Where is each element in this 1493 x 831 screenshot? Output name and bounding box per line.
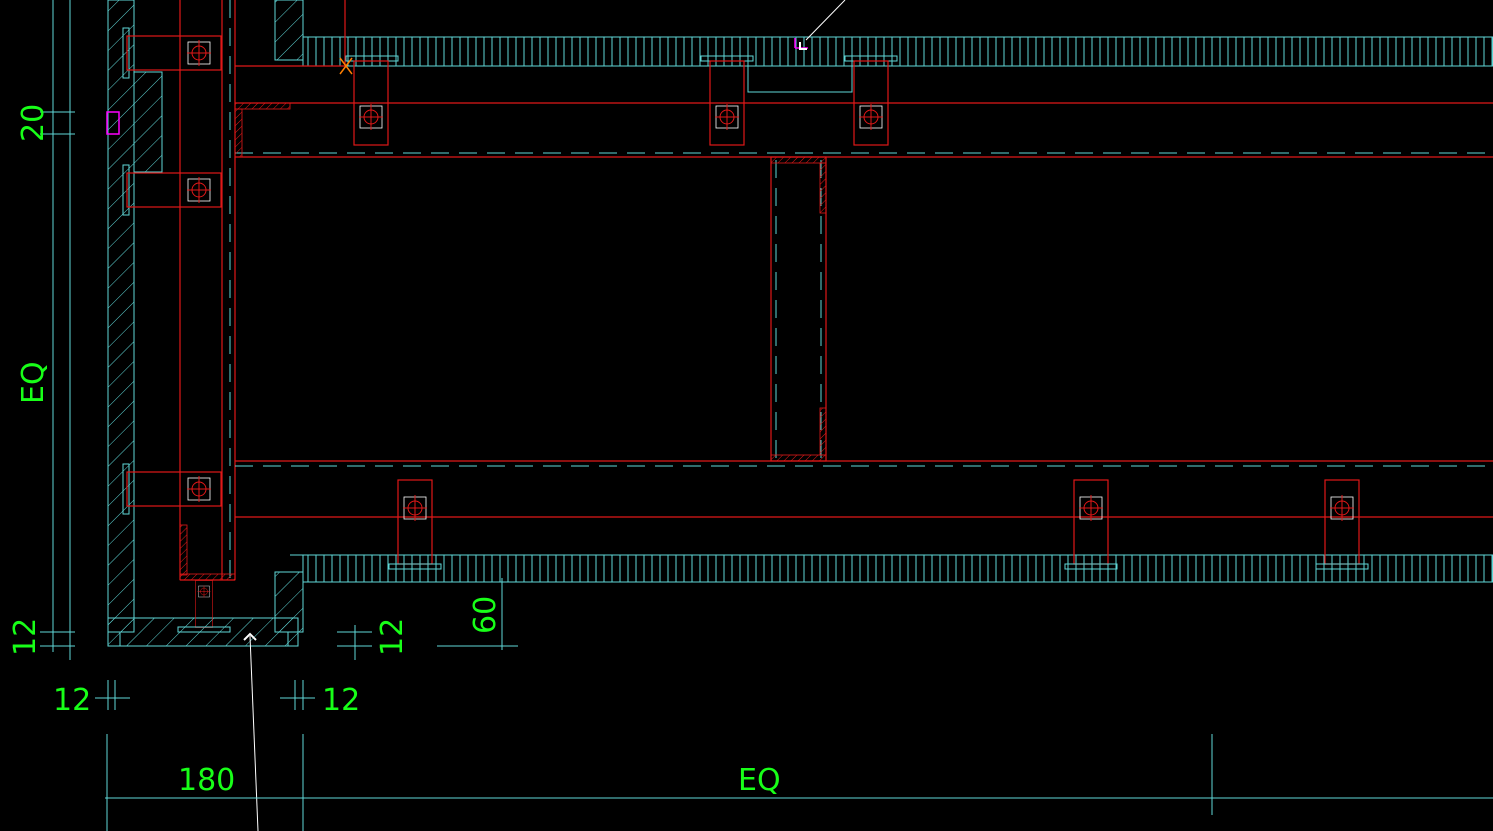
dimension-lines xyxy=(40,0,1493,831)
top-brackets xyxy=(345,55,898,146)
dashed-centerlines xyxy=(229,0,1493,580)
bottom-brackets xyxy=(388,479,1369,570)
dim-bottom-eq: EQ xyxy=(738,763,781,798)
left-brackets xyxy=(122,27,231,633)
left-wall xyxy=(107,0,304,647)
dim-left-eq: EQ xyxy=(16,361,51,404)
hatched-plates xyxy=(179,102,827,581)
dim-60: 60 xyxy=(468,596,503,634)
dim-bottom-180: 180 xyxy=(178,763,235,798)
dim-side-12: 12 xyxy=(375,618,410,656)
markers xyxy=(106,0,846,831)
dim-bottom-12-left: 12 xyxy=(53,683,91,718)
bottom-slab xyxy=(290,554,1493,583)
steel-frame xyxy=(179,0,1493,581)
dim-bottom-12-right: 12 xyxy=(322,683,360,718)
dim-left-20: 20 xyxy=(16,104,51,142)
dim-left-12: 12 xyxy=(8,618,43,656)
dimension-labels: 20 EQ 12 12 12 12 60 180 EQ xyxy=(8,104,781,798)
top-slab xyxy=(290,36,1493,93)
